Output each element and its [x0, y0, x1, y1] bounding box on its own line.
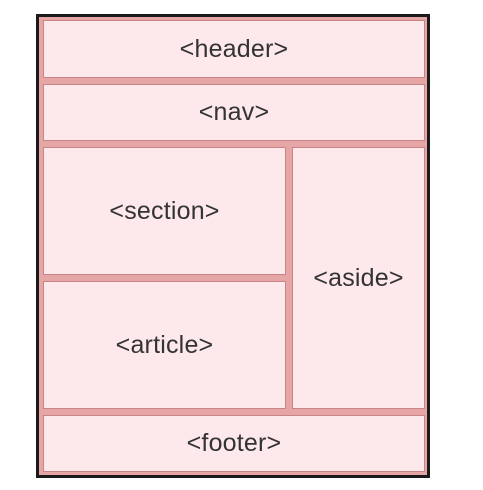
article-label: <article> — [115, 330, 214, 359]
footer-label: <footer> — [186, 429, 282, 457]
header-label: <header> — [179, 34, 289, 63]
nav-box: <nav> — [43, 84, 425, 141]
section-label: <section> — [109, 196, 220, 225]
section-box: <section> — [43, 147, 286, 275]
layout-diagram-frame: <header> <nav> <section> <article> <asid… — [36, 14, 430, 478]
aside-box: <aside> — [292, 147, 425, 409]
footer-box: <footer> — [43, 415, 425, 472]
header-box: <header> — [43, 20, 425, 78]
article-box: <article> — [43, 281, 286, 409]
aside-label: <aside> — [313, 263, 404, 292]
nav-label: <nav> — [198, 98, 270, 126]
